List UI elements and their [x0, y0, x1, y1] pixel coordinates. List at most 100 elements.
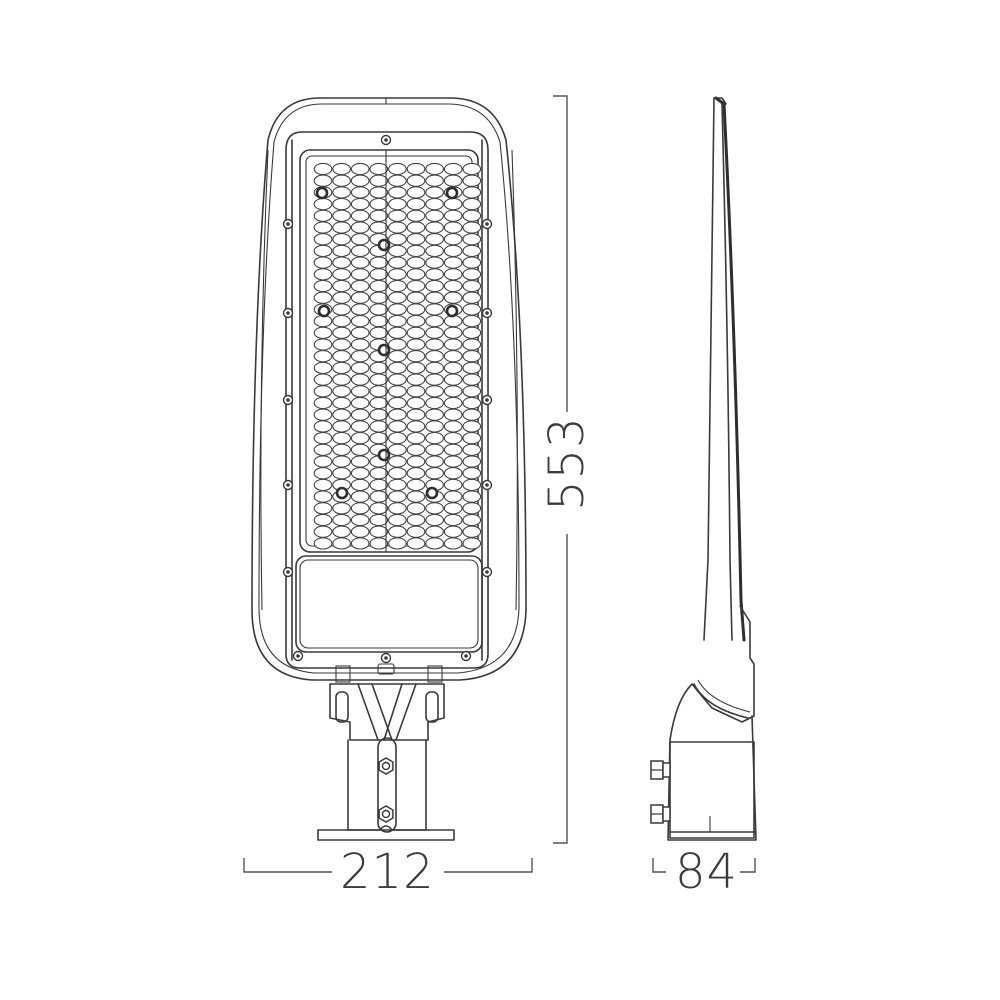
led-lens	[332, 174, 351, 187]
led-lens	[332, 373, 351, 386]
led-lens	[443, 197, 463, 211]
led-lens	[443, 467, 463, 480]
width-dimension-line-left	[243, 858, 332, 873]
led-lens	[406, 197, 426, 211]
led-lens	[369, 537, 389, 550]
led-lens	[425, 186, 444, 199]
led-lens	[462, 174, 482, 187]
led-lens	[332, 537, 351, 550]
led-lens	[425, 431, 444, 445]
led-lens	[462, 490, 482, 503]
led-lens	[425, 443, 444, 456]
led-lens	[350, 350, 370, 363]
led-lens	[369, 513, 389, 527]
led-lens	[388, 303, 407, 316]
side-mount-block	[669, 741, 755, 839]
led-lens	[332, 314, 351, 328]
screw-head-icon	[286, 483, 290, 487]
led-lens	[350, 396, 370, 410]
led-lens	[462, 408, 482, 421]
led-lens	[443, 513, 463, 527]
led-lens	[313, 233, 333, 246]
led-lens	[332, 326, 351, 339]
clamp-slot	[377, 737, 397, 833]
lens-bolt-icon	[335, 486, 349, 500]
led-lens	[462, 197, 482, 211]
led-lens	[313, 221, 333, 234]
led-lens	[425, 467, 444, 480]
led-lens	[443, 408, 463, 421]
led-lens	[332, 233, 351, 246]
width-dimension-line-right	[444, 858, 533, 873]
screw-head-icon	[286, 398, 290, 402]
width-dimension-label: 212	[336, 848, 439, 896]
side-mount-arc-inner	[697, 679, 751, 713]
led-lens	[350, 197, 370, 211]
depth-dimension-line-left	[652, 858, 666, 873]
led-lens	[443, 431, 463, 445]
led-lens	[406, 385, 426, 398]
led-lens	[313, 209, 333, 222]
led-lens	[350, 490, 370, 503]
depth-dimension-line-right	[740, 858, 756, 873]
led-lens	[388, 361, 407, 375]
led-lens	[388, 478, 407, 492]
led-lens	[443, 291, 463, 304]
bracket-bolt-left	[335, 691, 349, 723]
led-lens	[388, 467, 407, 480]
led-lens	[388, 525, 407, 538]
led-lens	[443, 268, 463, 281]
led-lens	[462, 443, 482, 456]
led-lens	[388, 420, 407, 433]
led-lens	[388, 537, 407, 550]
led-lens	[388, 209, 407, 222]
led-lens	[462, 186, 482, 199]
led-lens	[462, 373, 482, 386]
led-lens	[350, 279, 370, 293]
led-lens	[332, 350, 351, 363]
led-lens	[462, 162, 482, 176]
led-lens	[313, 279, 333, 293]
dimension-lines	[243, 95, 756, 873]
lens-bolt-icon	[377, 238, 391, 252]
led-lens	[350, 256, 370, 269]
led-lens	[332, 221, 351, 234]
led-lens	[425, 268, 444, 281]
led-lens	[425, 361, 444, 375]
led-lens	[406, 455, 426, 468]
led-lens	[443, 244, 463, 258]
led-lens	[332, 513, 351, 527]
led-lens	[443, 162, 463, 176]
led-lens	[388, 502, 407, 515]
screw-head-icon	[485, 311, 489, 315]
led-lens	[369, 467, 389, 480]
led-lens	[462, 537, 482, 550]
led-lens	[406, 490, 426, 503]
led-lens	[443, 350, 463, 363]
led-lens	[425, 396, 444, 410]
depth-dimension-label: 84	[673, 844, 741, 900]
led-lens	[313, 291, 333, 304]
led-lens	[443, 279, 463, 293]
led-lens	[425, 502, 444, 515]
led-lens	[388, 455, 407, 468]
led-lens	[425, 197, 444, 211]
led-lens	[350, 303, 370, 316]
led-lens	[462, 431, 482, 445]
led-lens	[388, 197, 407, 211]
led-lens	[406, 162, 426, 176]
led-lens	[332, 291, 351, 304]
led-lens	[443, 478, 463, 492]
led-lens	[369, 197, 389, 211]
led-lens	[388, 350, 407, 363]
led-lens	[313, 537, 333, 550]
led-lens	[462, 420, 482, 433]
led-lens	[369, 186, 389, 199]
led-lens	[313, 525, 333, 538]
led-lens	[388, 268, 407, 281]
led-lens	[388, 408, 407, 421]
led-lens	[462, 478, 482, 492]
led-lens	[406, 291, 426, 304]
side-mount-housing	[667, 605, 757, 841]
led-lens	[313, 338, 333, 351]
